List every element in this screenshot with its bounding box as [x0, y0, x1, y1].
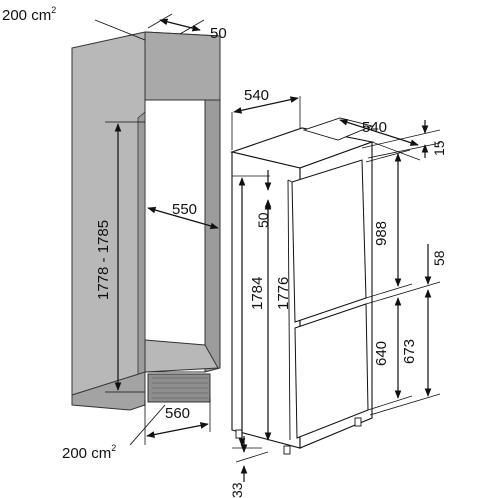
- svg-text:200 cm2: 200 cm2: [62, 443, 116, 462]
- niche-cabinet: [71, 31, 221, 411]
- niche-base: [71, 371, 146, 411]
- vent-bottom-label: 200 cm: [62, 445, 111, 462]
- svg-text:200 cm2: 200 cm2: [2, 5, 56, 24]
- niche-depth-label: 550: [172, 201, 197, 218]
- top-offset-label: 15: [431, 140, 447, 156]
- fridge-door-upper-label: 640: [373, 341, 390, 366]
- vent-bottom-sup: 2: [111, 443, 116, 453]
- niche-right-wall: [204, 99, 221, 373]
- bottom-gap-label: 33: [229, 482, 245, 498]
- vent-top-sup: 2: [51, 5, 56, 15]
- vent-top-label: 200 cm: [2, 7, 51, 24]
- niche-bottom-shelf: [144, 339, 219, 373]
- upper-door: [291, 159, 367, 323]
- niche-width-label: 560: [165, 405, 190, 422]
- niche-height-label: 1778 - 1785: [95, 220, 112, 300]
- appliance-dimensions: 540 540 15 988 58 640 673 1784: [229, 87, 447, 498]
- appliance-height-total-label: 1784: [249, 277, 266, 310]
- niche-opening: [144, 99, 206, 373]
- side-gap-label: 50: [255, 212, 271, 228]
- top-gap-label: 50: [210, 25, 227, 42]
- niche-left-inner: [137, 111, 146, 379]
- door-gap-label: 58: [431, 250, 447, 266]
- appliance-outline: [230, 117, 375, 455]
- niche-dimensions: 200 cm2 50 1778 - 1785 550 560 200 cm2: [2, 5, 227, 462]
- freezer-door-label: 988: [373, 221, 390, 246]
- foot-left: [235, 429, 243, 439]
- niche-top-band: [144, 31, 221, 101]
- appliance-width-label: 540: [244, 87, 269, 104]
- appliance-height-body-label: 1776: [275, 277, 292, 310]
- foot-right: [354, 417, 362, 427]
- fridge-door-lower-label: 673: [401, 339, 418, 364]
- foot-front: [283, 445, 291, 455]
- vent-grille-lines: [152, 377, 208, 399]
- appliance-depth-label: 540: [362, 119, 387, 136]
